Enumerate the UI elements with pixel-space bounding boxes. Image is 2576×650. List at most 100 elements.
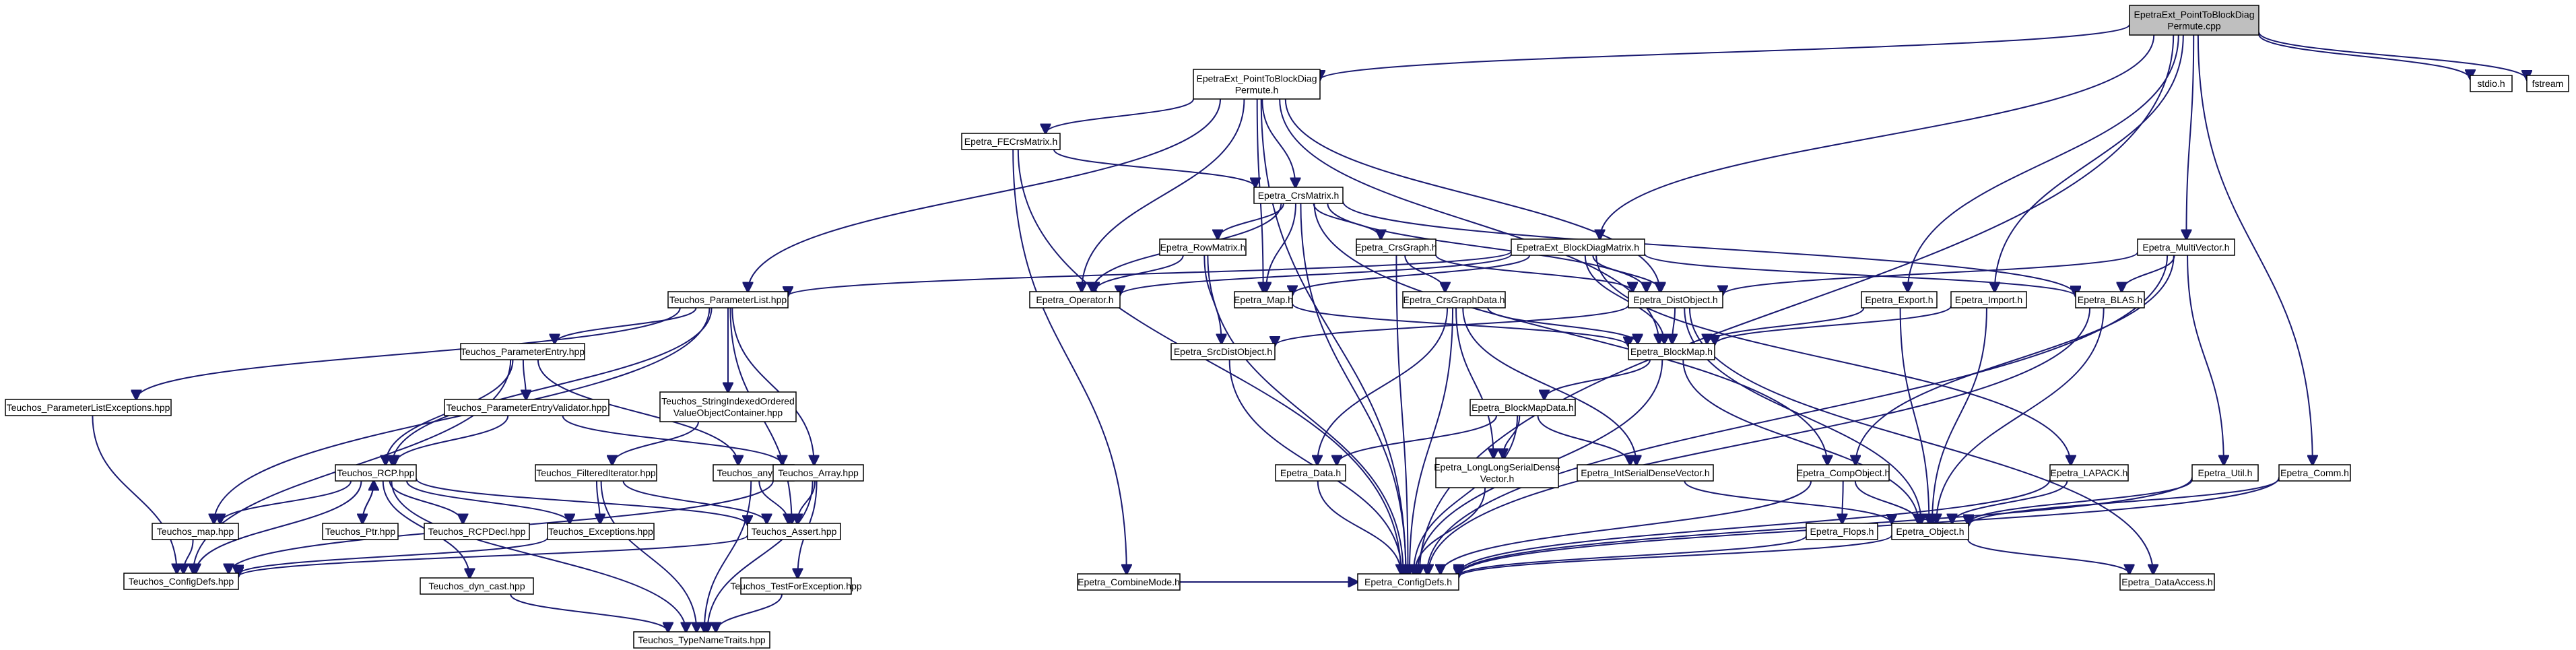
- node-box: [1628, 291, 1723, 308]
- node-box: [335, 464, 417, 482]
- node-srcdist[interactable]: Epetra_SrcDistObject.h: [1170, 343, 1276, 360]
- node-box: [1077, 573, 1181, 591]
- node-combine[interactable]: Epetra_CombineMode.h: [1077, 573, 1181, 591]
- node-box: [1193, 69, 1321, 100]
- node-tarr[interactable]: Teuchos_Array.hpp: [772, 464, 864, 482]
- edge-tassert-to-tcfg: [238, 534, 748, 577]
- node-blas[interactable]: Epetra_BLAS.h: [2075, 291, 2145, 308]
- node-util[interactable]: Epetra_Util.h: [2191, 464, 2259, 482]
- edge-compobj-to-ecfg: [1441, 480, 1812, 574]
- node-label: Teuchos_ParameterList.hpp: [669, 294, 787, 305]
- edge-crsm-to-distobj: [1327, 203, 1646, 292]
- edge-multivec-to-ecfg: [1427, 255, 2169, 574]
- node-ecfg[interactable]: Epetra_ConfigDefs.h: [1357, 573, 1459, 591]
- node-tple[interactable]: Teuchos_ParameterListExceptions.hpp: [5, 399, 172, 416]
- node-label: Epetra_RowMatrix.h: [1160, 242, 1246, 253]
- node-tptr[interactable]: Teuchos_Ptr.hpp: [322, 523, 399, 540]
- node-box: [659, 391, 797, 422]
- node-fstream[interactable]: fstream: [2526, 75, 2569, 92]
- node-flops[interactable]: Epetra_Flops.h: [1806, 523, 1878, 540]
- node-bmap[interactable]: Epetra_BlockMap.h: [1628, 343, 1715, 360]
- edge-multivec-to-blas: [2121, 255, 2175, 292]
- node-label: Epetra_Comm.h: [2280, 467, 2349, 478]
- edge-root-to-ecfg: [1420, 34, 2175, 574]
- node-eblockdiag[interactable]: EpetraExt_BlockDiagMatrix.h: [1511, 238, 1645, 256]
- node-tcfg[interactable]: Teuchos_ConfigDefs.hpp: [123, 573, 239, 590]
- edge-export-to-object: [1899, 307, 1929, 523]
- edge-multivec-to-util: [2187, 255, 2224, 465]
- node-tpl[interactable]: Teuchos_ParameterList.hpp: [667, 291, 789, 308]
- node-label: Teuchos_any.hpp: [717, 467, 791, 478]
- node-rowm[interactable]: Epetra_RowMatrix.h: [1159, 238, 1247, 256]
- node-export[interactable]: Epetra_Export.h: [1861, 291, 1938, 308]
- node-label: Teuchos_Exceptions.hpp: [548, 526, 653, 537]
- edge-tple-to-tcfg: [92, 415, 176, 573]
- node-box: [2526, 75, 2569, 92]
- node-label: Epetra_Util.h: [2198, 467, 2253, 478]
- node-map[interactable]: Epetra_Map.h: [1234, 291, 1293, 308]
- node-oper[interactable]: Epetra_Operator.h: [1029, 291, 1121, 308]
- edge-crsgd-to-ecfg: [1410, 307, 1454, 574]
- edge-eext_h-to-crsm: [1261, 98, 1295, 187]
- node-box: [1253, 187, 1344, 204]
- node-stdio[interactable]: stdio.h: [2470, 75, 2513, 92]
- node-box: [2119, 573, 2215, 591]
- node-crsm[interactable]: Epetra_CrsMatrix.h: [1253, 187, 1344, 204]
- node-box: [1797, 464, 1890, 482]
- node-rcpdecl[interactable]: Teuchos_RCPDecl.hpp: [424, 523, 530, 540]
- node-rcp[interactable]: Teuchos_RCP.hpp: [335, 464, 417, 482]
- edge-object-to-ecfg: [1459, 534, 1892, 577]
- node-label: Epetra_ConfigDefs.h: [1364, 577, 1452, 587]
- node-tmap[interactable]: Teuchos_map.hpp: [152, 523, 239, 540]
- edge-tany-to-tassert: [758, 480, 788, 523]
- node-tassert[interactable]: Teuchos_Assert.hpp: [747, 523, 841, 540]
- node-ttnt[interactable]: Teuchos_TypeNameTraits.hpp: [633, 631, 770, 649]
- node-lapack[interactable]: Epetra_LAPACK.h: [2049, 464, 2129, 482]
- edges-layer: [92, 24, 2527, 632]
- node-ttfe[interactable]: Teuchos_TestForException.hpp: [730, 577, 862, 595]
- node-label: Vector.h: [1480, 474, 1515, 484]
- edge-eblockdiag-to-blas: [1644, 253, 2076, 296]
- edge-flops-to-ecfg: [1459, 535, 1807, 576]
- edge-crsgd-to-isdv: [1462, 307, 1636, 465]
- node-texc[interactable]: Teuchos_Exceptions.hpp: [547, 523, 655, 540]
- node-dataacc[interactable]: Epetra_DataAccess.h: [2119, 573, 2215, 591]
- node-object[interactable]: Epetra_Object.h: [1891, 523, 1969, 540]
- node-comm[interactable]: Epetra_Comm.h: [2278, 464, 2351, 482]
- edge-bmap-to-bmapdata: [1544, 359, 1651, 399]
- edge-eext_h-to-fecrs: [1046, 98, 1194, 133]
- node-import[interactable]: Epetra_Import.h: [1950, 291, 2027, 308]
- node-tsiovc[interactable]: Teuchos_StringIndexedOrderedValueObjectC…: [659, 391, 797, 422]
- node-label: Permute.h: [1235, 85, 1279, 96]
- node-distobj[interactable]: Epetra_DistObject.h: [1628, 291, 1723, 308]
- node-multivec[interactable]: Epetra_MultiVector.h: [2137, 238, 2235, 256]
- node-crsgd[interactable]: Epetra_CrsGraphData.h: [1402, 291, 1506, 308]
- node-tdyn[interactable]: Teuchos_dyn_cast.hpp: [420, 577, 534, 595]
- node-isdv[interactable]: Epetra_IntSerialDenseVector.h: [1577, 464, 1714, 482]
- node-label: Teuchos_StringIndexedOrdered: [661, 396, 795, 407]
- node-box: [547, 523, 655, 540]
- edge-tpe-to-tany: [537, 359, 738, 465]
- node-bmapdata[interactable]: Epetra_BlockMapData.h: [1469, 399, 1576, 416]
- edge-lsdv-to-ecfg: [1415, 487, 1486, 574]
- node-box: [2137, 238, 2235, 256]
- edge-export-to-bmap: [1707, 307, 1865, 344]
- node-tpev[interactable]: Teuchos_ParameterEntryValidator.hpp: [444, 399, 609, 416]
- node-filt[interactable]: Teuchos_FilteredIterator.hpp: [535, 464, 657, 482]
- node-label: EpetraExt_PointToBlockDiag: [2134, 9, 2255, 20]
- node-label: Epetra_Data.h: [1280, 467, 1341, 478]
- node-tpe[interactable]: Teuchos_ParameterEntry.hpp: [460, 343, 585, 360]
- node-label: Teuchos_ParameterEntry.hpp: [461, 346, 585, 357]
- nodes-layer: EpetraExt_PointToBlockDiagPermute.cppEpe…: [5, 5, 2569, 649]
- node-label: Epetra_BLAS.h: [2078, 294, 2143, 305]
- edge-tmap-to-tcfg: [183, 539, 194, 573]
- node-crsg[interactable]: Epetra_CrsGraph.h: [1355, 238, 1437, 256]
- node-compobj[interactable]: Epetra_CompObject.h: [1797, 464, 1890, 482]
- node-edata[interactable]: Epetra_Data.h: [1275, 464, 1346, 482]
- node-fecrs[interactable]: Epetra_FECrsMatrix.h: [961, 133, 1061, 150]
- edge-eblockdiag-to-lapack: [1595, 255, 2071, 465]
- node-label: Epetra_CompObject.h: [1797, 467, 1890, 478]
- edge-eext_h-to-oper: [1082, 98, 1245, 292]
